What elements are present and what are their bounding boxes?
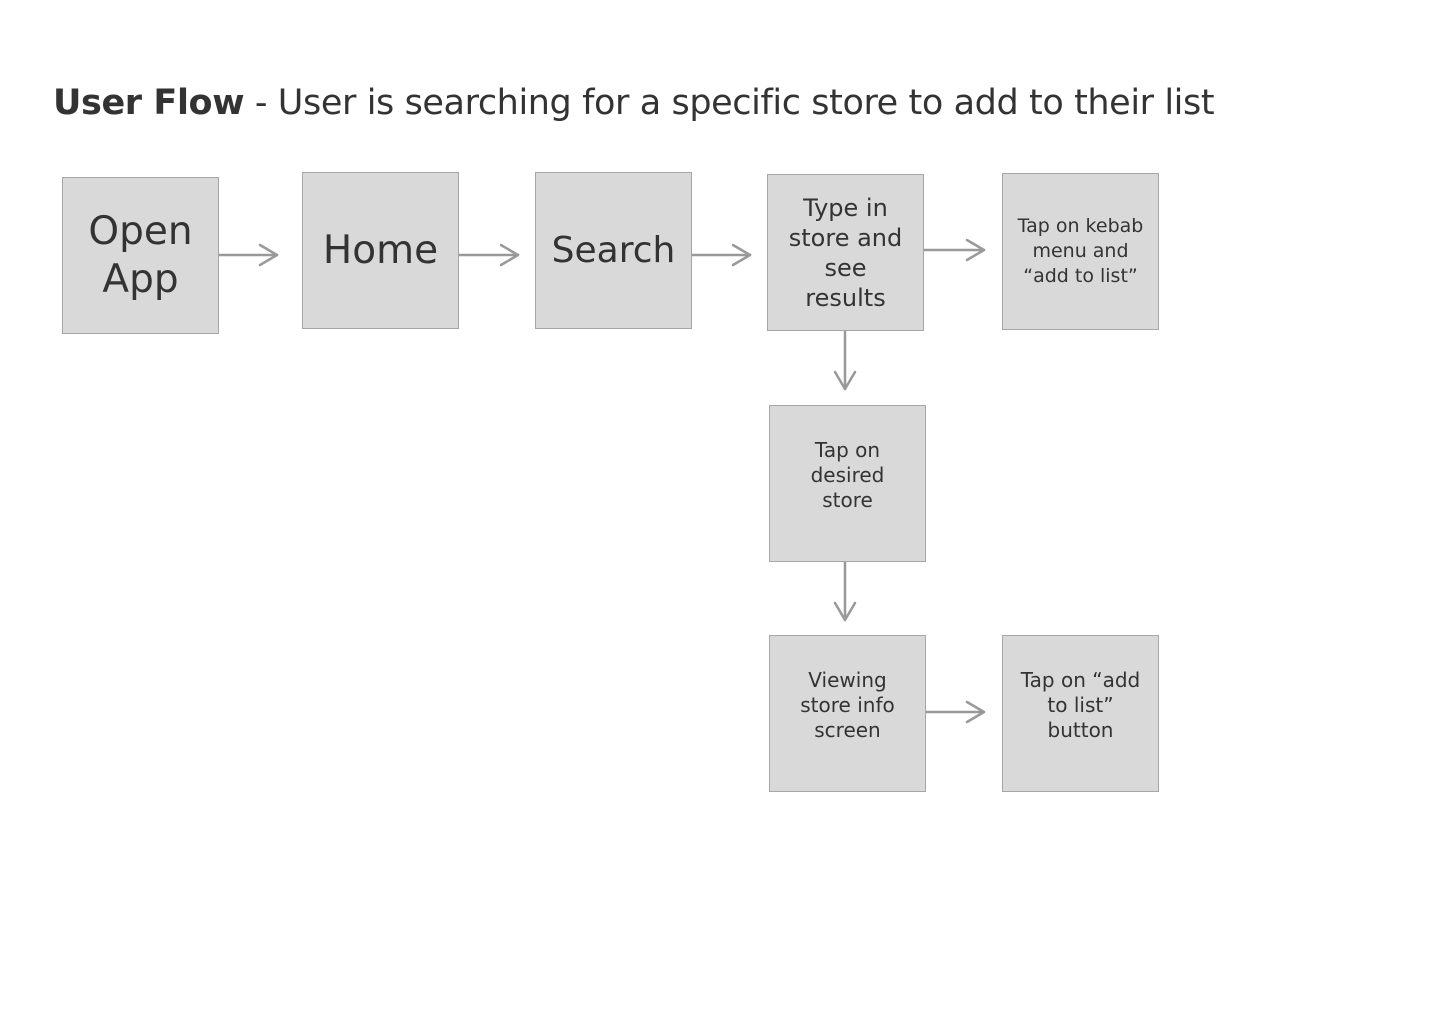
arrow-open-app-to-home xyxy=(217,243,279,267)
arrow-home-to-search xyxy=(457,243,520,267)
flow-step-label: Search xyxy=(551,229,676,271)
diagram-title: User Flow - User is searching for a spec… xyxy=(53,80,1215,126)
flow-step-home: Home xyxy=(302,172,459,329)
flow-step-type-store: Type in store and see results xyxy=(767,174,924,331)
arrow-search-to-type xyxy=(690,243,752,267)
flow-step-label: Type in store and see results xyxy=(788,193,903,312)
title-bold: User Flow xyxy=(53,83,245,123)
flow-step-viewing-store: Viewing store info screen xyxy=(769,635,926,792)
flow-step-tap-store: Tap on desired store xyxy=(769,405,926,562)
flow-step-label: Tap on desired store xyxy=(810,438,885,512)
flow-step-search: Search xyxy=(535,172,692,329)
arrow-type-to-kebab xyxy=(922,238,986,262)
arrow-viewing-to-add-button xyxy=(924,700,986,724)
flow-step-label: Tap on “add to list” button xyxy=(1020,668,1141,742)
flow-step-label: Open App xyxy=(88,208,193,302)
flow-step-kebab-menu: Tap on kebab menu and “add to list” xyxy=(1002,173,1159,330)
title-description: - User is searching for a specific store… xyxy=(244,83,1215,123)
flow-step-open-app: Open App xyxy=(62,177,219,334)
flow-step-label: Tap on kebab menu and “add to list” xyxy=(1017,215,1144,287)
arrow-type-to-tap-store xyxy=(833,329,857,391)
arrow-tap-store-to-viewing xyxy=(833,560,857,622)
flow-step-label: Viewing store info screen xyxy=(800,668,895,742)
flow-step-label: Home xyxy=(322,227,439,273)
flow-step-add-button: Tap on “add to list” button xyxy=(1002,635,1159,792)
